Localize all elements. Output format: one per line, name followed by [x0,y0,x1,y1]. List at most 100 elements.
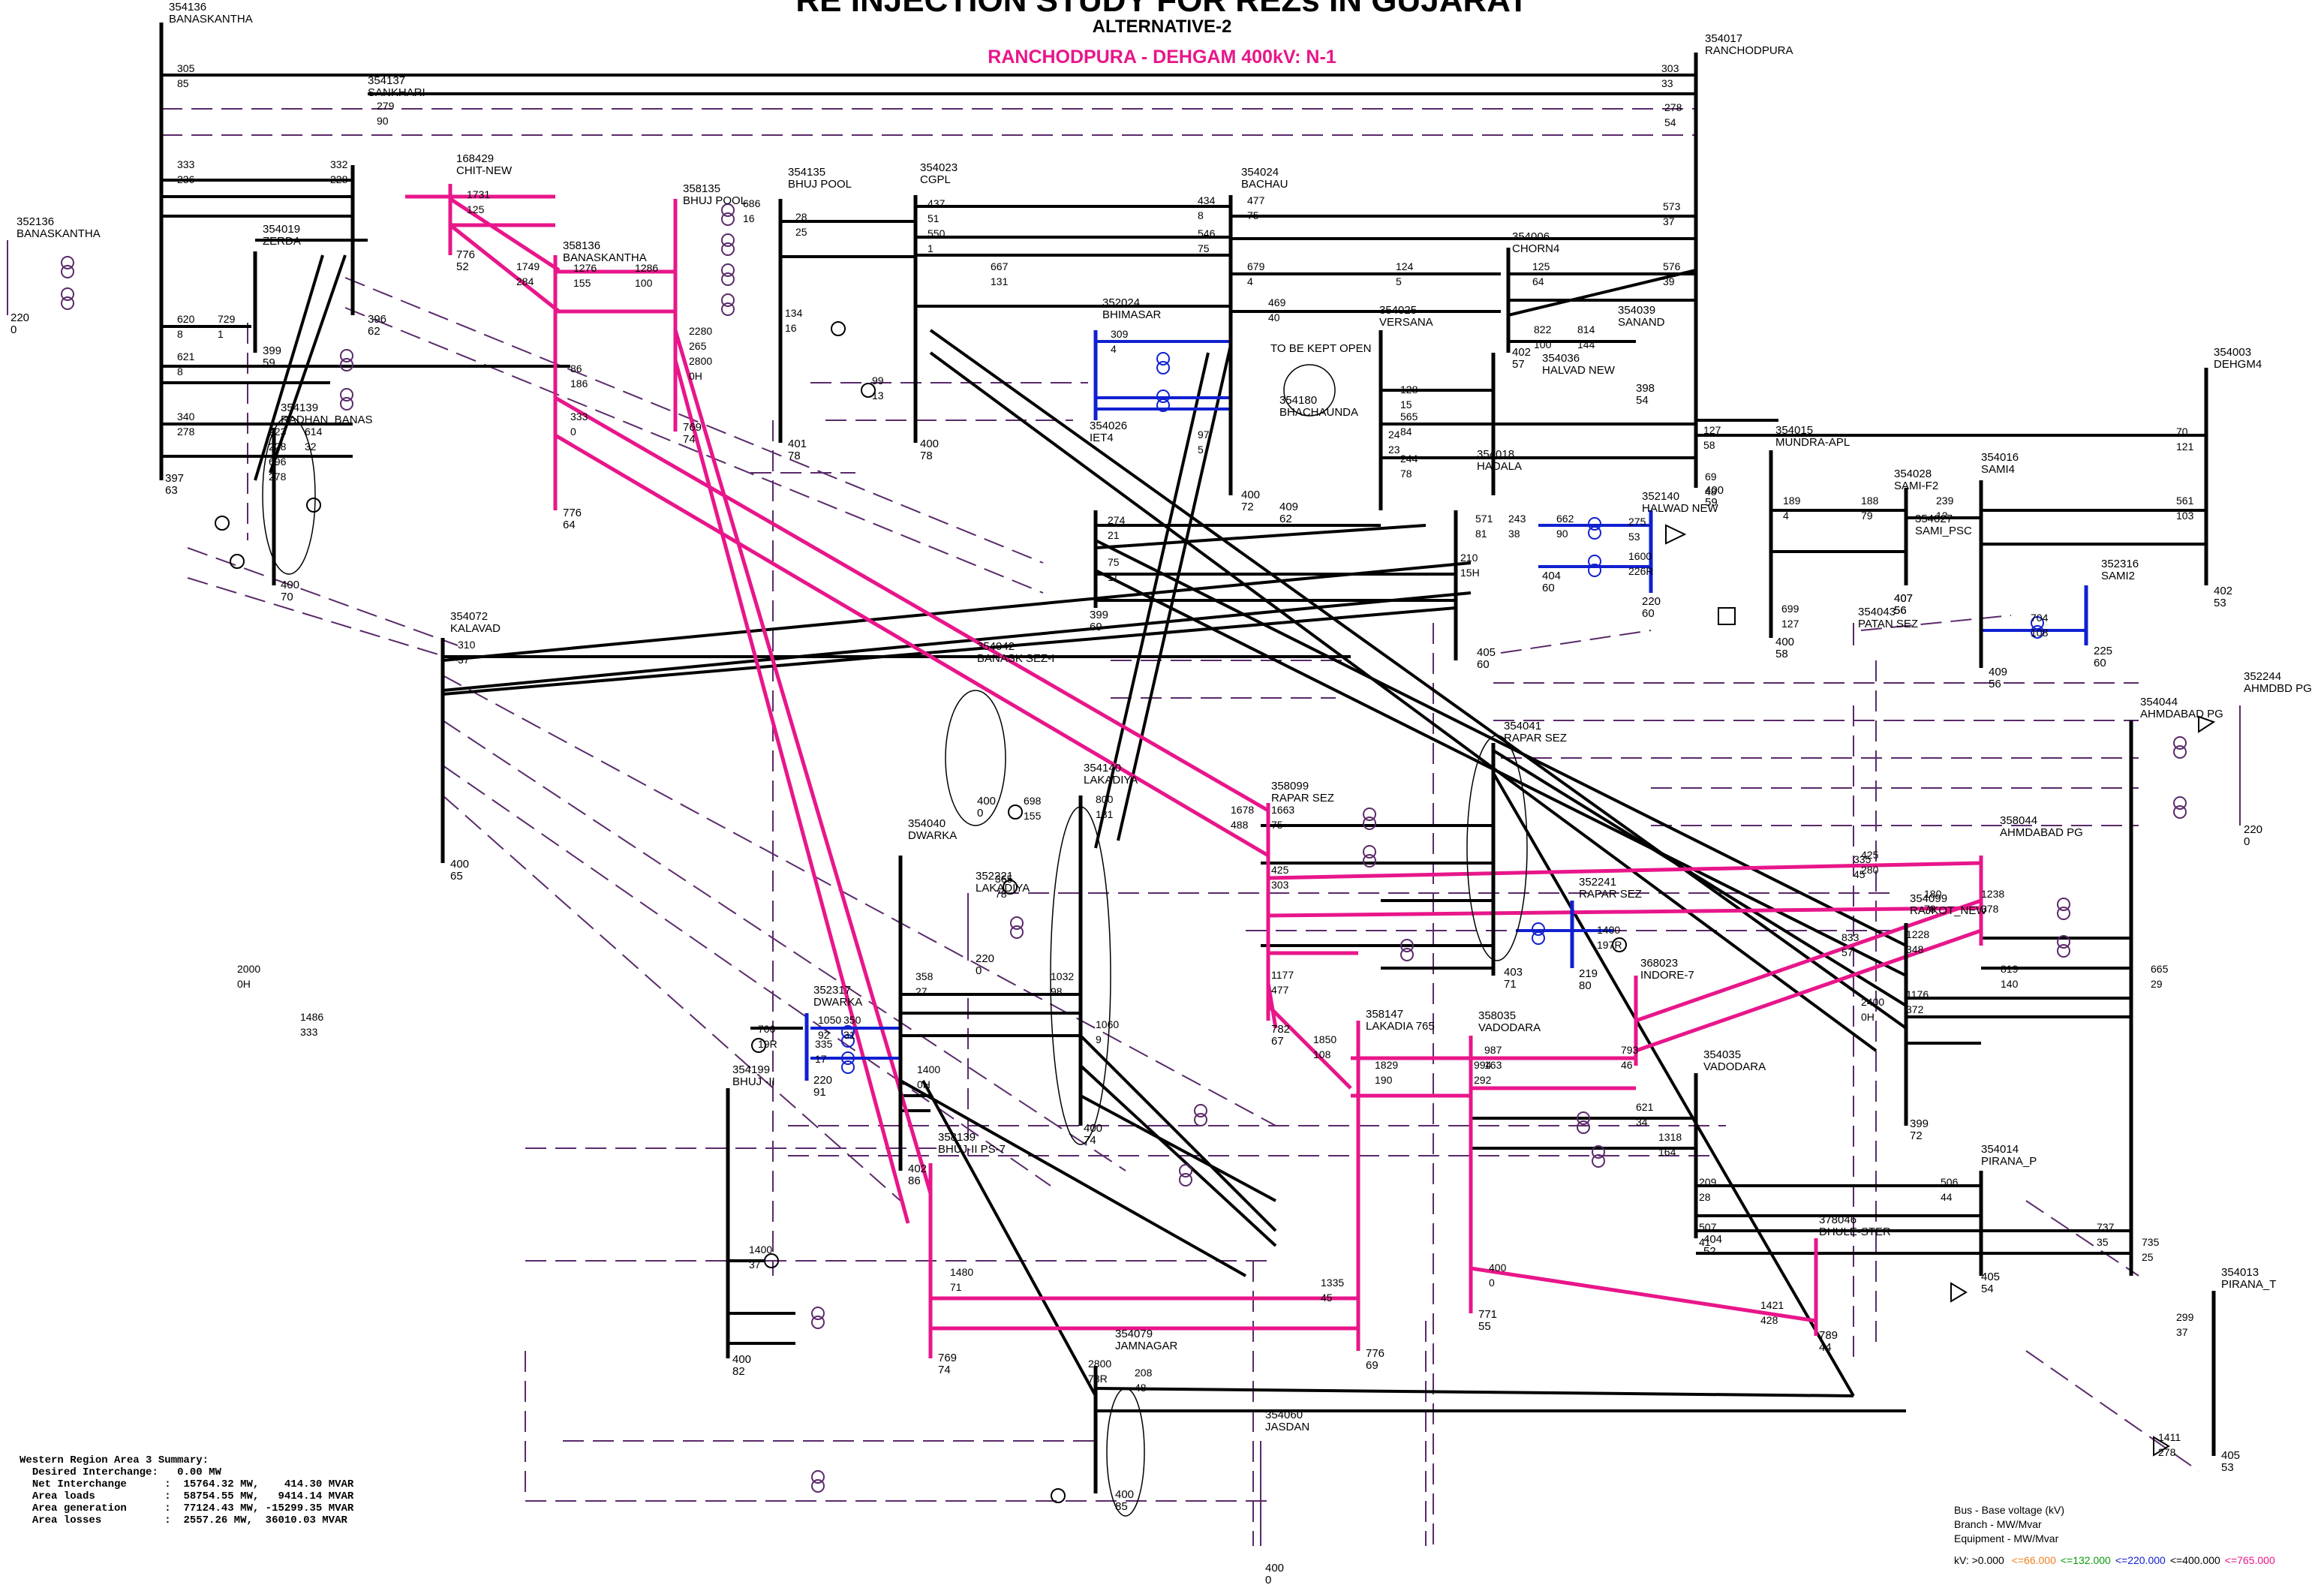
bus-label: MUNDRA-APL [1775,436,1850,449]
bus-label: 378046 [1819,1214,1856,1226]
flow-mw: 662 [1556,513,1574,525]
bus-label: 352241 [1579,876,1616,889]
bus-label: AHMDABAD PG [2000,826,2083,839]
bus-voltage: 220 [11,311,29,324]
alternative-label: ALTERNATIVE-2 [1092,17,1232,37]
bus-voltage: 407 [1894,592,1913,605]
bus-label: LAKADIA 765 [1366,1020,1435,1033]
flow-mvar: 15H [1460,567,1480,579]
bus-label: 354040 [908,817,946,830]
bus-label: 354180 [1279,394,1317,407]
flow-mw: 698 [1024,795,1042,807]
flow-mw: 86 [570,362,582,374]
flow-mvar: 90 [377,115,389,127]
bus-angle: 55 [1478,1320,1491,1333]
flow-mw: 134 [785,307,803,319]
summary-value: 58754.55 MW, 9414.14 MVAR [183,1490,354,1502]
bus-label: KALAVAD [450,622,501,635]
flow-mw: 188 [1861,495,1879,507]
legend-equipment: Equipment - MW/Mvar [1954,1532,2059,1544]
bus-label: CHORN4 [1512,242,1559,255]
flow-mvar: 33 [1661,77,1673,89]
flow-mvar: 4 [1783,510,1789,522]
flow-mvar: 45 [1321,1292,1333,1304]
flow-mw: 699 [1781,603,1799,615]
flow-mw: 822 [1534,323,1552,335]
bus-label: BHIMASAR [1102,308,1162,321]
flow-mw: 332 [330,158,348,170]
bus-label: ZERDA [263,235,301,248]
bus-voltage: 219 [1579,967,1598,980]
flow-mvar: 428 [1760,1314,1778,1326]
flow-mvar: 140 [2001,978,2019,990]
flow-mw: 814 [1577,323,1595,335]
flow-mvar: 13 [872,389,884,402]
bus-label: VADODARA [1703,1060,1766,1073]
flow-mw: 620 [177,313,195,325]
bus-label: VERSANA [1379,316,1433,329]
summary-value: 2557.26 MW, 36010.03 MVAR [183,1514,347,1526]
bus-label: 352221 [976,870,1013,883]
flow-mw: 244 [1400,453,1418,465]
flow-mw: 70 [2176,426,2188,438]
bus-label: 354023 [920,161,958,174]
bus-label: RANCHODPURA [1705,44,1793,57]
grouping-ellipses [262,364,1528,1517]
bus-label: JAMNAGAR [1115,1340,1178,1352]
bus-angle: 91 [813,1086,826,1099]
bus-label: 354027 [1915,513,1953,525]
bus-angle: 58 [1775,648,1788,660]
equipment-symbols [215,321,2216,1503]
summary-value: 15764.32 MW, 414.30 MVAR [183,1478,354,1490]
bus-angle: 56 [1989,678,2001,690]
flow-mvar: 19R [758,1038,777,1050]
bus-voltage: 404 [1542,570,1561,582]
flow-mw: 400 [1489,1262,1507,1274]
bus-label: SAMI_PSC [1915,525,1972,537]
bus-voltage: 220 [813,1074,832,1087]
flow-mw: 210 [1460,552,1478,564]
flow-mvar: 29 [2151,978,2163,990]
flow-mw: 303 [1661,62,1679,74]
bus-label: 354025 [1379,304,1417,317]
flow-mw: 576 [1663,260,1681,272]
flow-mw: 1600 [1628,550,1652,562]
bus-angle: 74 [938,1364,951,1376]
bus-label: 358099 [1271,780,1309,792]
flow-mw: 75 [1108,556,1120,568]
bus-voltage: 400 [281,579,299,591]
bus-label: INDORE-7 [1640,969,1694,982]
legend-bus: Bus - Base voltage (kV) [1954,1504,2065,1516]
flow-mvar: 108 [2031,627,2049,639]
bus-label: SANAND [1618,316,1665,329]
bus-label: 358044 [2000,814,2037,827]
bus-angle: 52 [456,260,469,273]
flow-mvar: 292 [1474,1074,1492,1086]
bus-label: IET4 [1090,432,1114,444]
bus-label: 352136 [17,215,54,228]
bus-label: SAMI2 [2101,570,2135,582]
kv-color-key: kV: >0.000 <=66.000<=132.000<=220.000<=4… [1954,1554,2275,1566]
bus-voltage: 400 [732,1353,751,1366]
contingency-label: RANCHODPURA - DEHGAM 400kV: N-1 [988,47,1336,68]
flow-mw: 2800 [1088,1358,1111,1370]
flow-mvar: 11 [1108,571,1119,583]
bus-label: HALVAD NEW [1542,364,1616,377]
flow-mvar: 181 [1096,808,1114,820]
flow-mw: 565 [1400,411,1418,423]
flow-mw: 335 [815,1038,833,1050]
bus-label: RAPAR SEZ [1271,792,1334,805]
branches-765kv [405,194,1982,1331]
bus-voltage: 776 [456,248,475,261]
bus-voltage: 400 [1705,484,1724,497]
bus-label: 358136 [563,239,600,252]
flow-mw: 507 [1699,1221,1717,1233]
bus-voltage: 398 [1636,382,1655,395]
flow-mw: 1486 [300,1011,323,1023]
bus-label: 354199 [732,1063,770,1076]
bus-label: AHMDBD PG [2244,682,2312,695]
flow-mvar: 44 [1941,1191,1953,1203]
bus-label: 354006 [1512,230,1550,243]
bus-angle: 56 [1894,604,1907,617]
flow-mw: 310 [458,639,476,651]
